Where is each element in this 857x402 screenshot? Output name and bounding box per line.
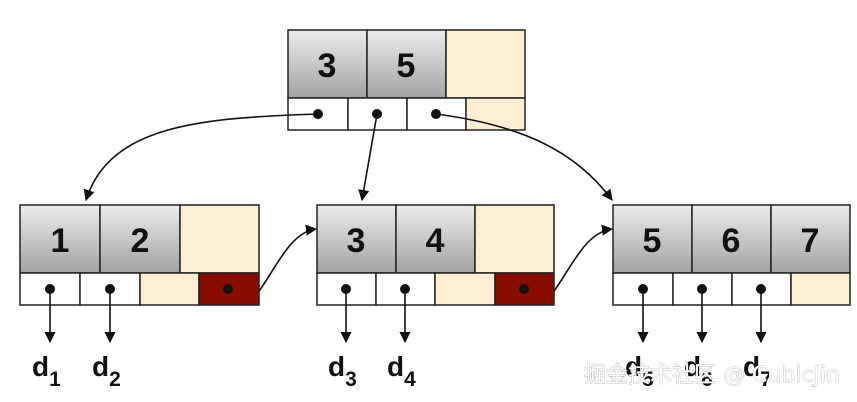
leaf2-next-pointer-dot <box>519 284 529 294</box>
leaf1-pointer-cell-3 <box>139 272 200 306</box>
link-leaf1-to-leaf2 <box>258 224 318 292</box>
root-key-cell-2 <box>366 29 447 99</box>
leaf1-key-1: 1 <box>51 222 70 260</box>
leaf-node-2: 3 4 <box>316 204 555 306</box>
leaf2-key-2: 4 <box>426 222 445 260</box>
leaf-node-3: 5 6 7 <box>612 204 851 306</box>
data-label-d3: d3 <box>328 351 357 391</box>
leaf2-key-cell-2 <box>395 204 476 274</box>
root-key-cell-3 <box>445 29 526 99</box>
leaf2-pointer-cell-3 <box>434 272 496 306</box>
leaf-node-1: 1 2 <box>19 204 260 306</box>
edge-root-to-leaf2 <box>358 113 378 202</box>
leaf3-key-cell-3 <box>770 204 851 274</box>
data-label-d6: d6 <box>684 351 713 391</box>
leaf3-key-cell-1 <box>612 204 693 274</box>
root-key-cell-1 <box>287 29 368 99</box>
leaf3-pointer-cell-4 <box>790 272 851 306</box>
leaf2-key-1: 3 <box>347 222 366 260</box>
watermark-text: 掘金技术社区 @ CubicJin <box>584 363 840 388</box>
edge-root-to-leaf1 <box>83 113 319 202</box>
leaf2-key-cell-3 <box>474 204 555 274</box>
leaf3-key-1: 5 <box>643 222 662 260</box>
tree-edges <box>83 113 613 202</box>
root-key-2: 5 <box>397 47 416 85</box>
root-node: 3 5 <box>287 29 526 131</box>
data-arrows <box>44 289 767 344</box>
data-label-d2: d2 <box>92 351 121 391</box>
leaf1-next-pointer-dot <box>223 284 233 294</box>
data-label-d7: d7 <box>743 351 772 391</box>
data-label-d4: d4 <box>387 351 416 391</box>
link-leaf2-to-leaf3 <box>553 224 614 292</box>
leaf1-key-cell-3 <box>179 204 260 274</box>
leaf1-key-cell-1 <box>19 204 101 274</box>
sibling-links <box>258 224 614 292</box>
data-label-d5: d5 <box>625 351 654 391</box>
leaf3-key-3: 7 <box>801 222 820 260</box>
leaf1-key-2: 2 <box>131 222 150 260</box>
root-pointer-cell-4 <box>465 97 526 131</box>
leaf3-key-2: 6 <box>722 222 741 260</box>
data-labels: d1 d2 d3 d4 d5 d6 d7 <box>32 351 772 391</box>
edge-root-to-leaf3 <box>435 113 613 201</box>
data-label-d1: d1 <box>32 351 61 391</box>
root-key-1: 3 <box>318 47 337 85</box>
